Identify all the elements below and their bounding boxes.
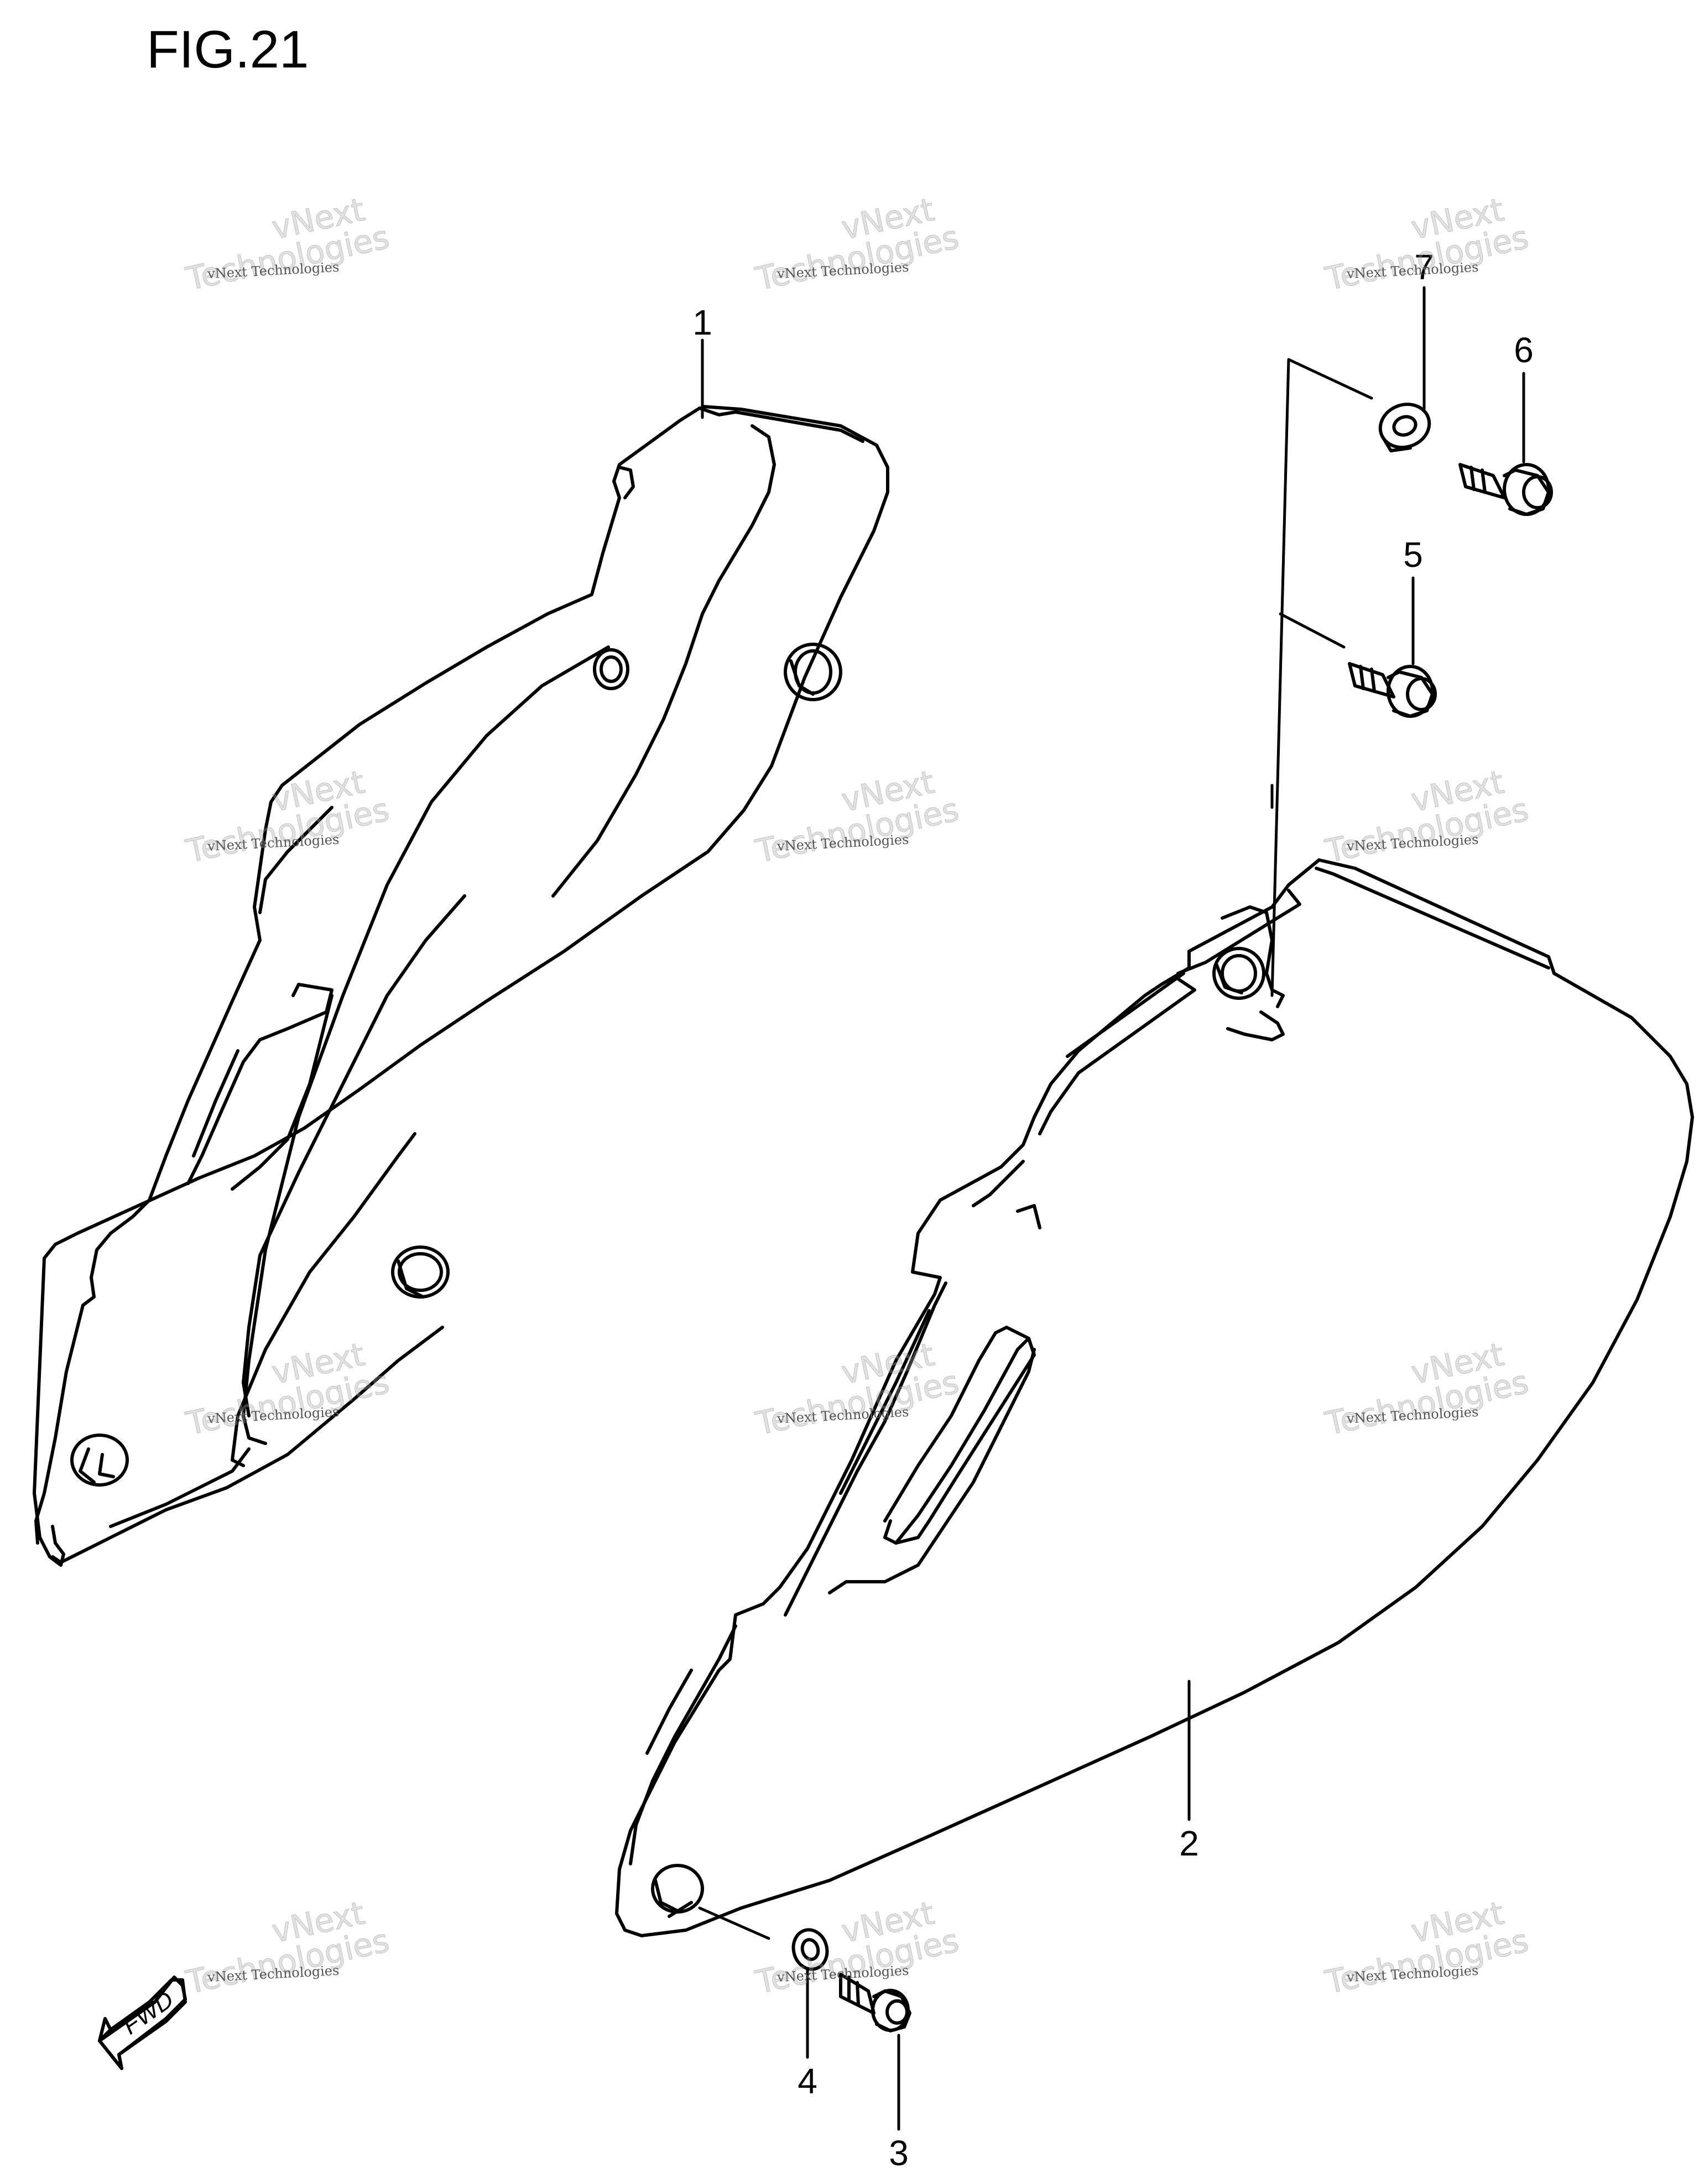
fwd-arrow: [98, 1975, 187, 2070]
callout-2: 2: [1179, 1823, 1199, 1863]
callout-6: 6: [1514, 330, 1534, 370]
side-cover-right: [615, 858, 1694, 1937]
callout-3: 3: [889, 2133, 909, 2173]
figure-title: FIG.21: [147, 20, 309, 79]
leader-lines: [698, 286, 1525, 2131]
washer-4: [791, 1928, 829, 1971]
callout-1: 1: [692, 303, 712, 342]
bolt-3: [839, 1973, 911, 2032]
side-cover-left: [33, 405, 889, 1567]
bolt-6: [1458, 463, 1553, 516]
callout-7: 7: [1414, 247, 1434, 287]
washer-7: [1378, 403, 1431, 452]
bolt-5: [1348, 662, 1437, 718]
callout-5: 5: [1403, 535, 1423, 575]
callout-4: 4: [798, 2061, 817, 2101]
